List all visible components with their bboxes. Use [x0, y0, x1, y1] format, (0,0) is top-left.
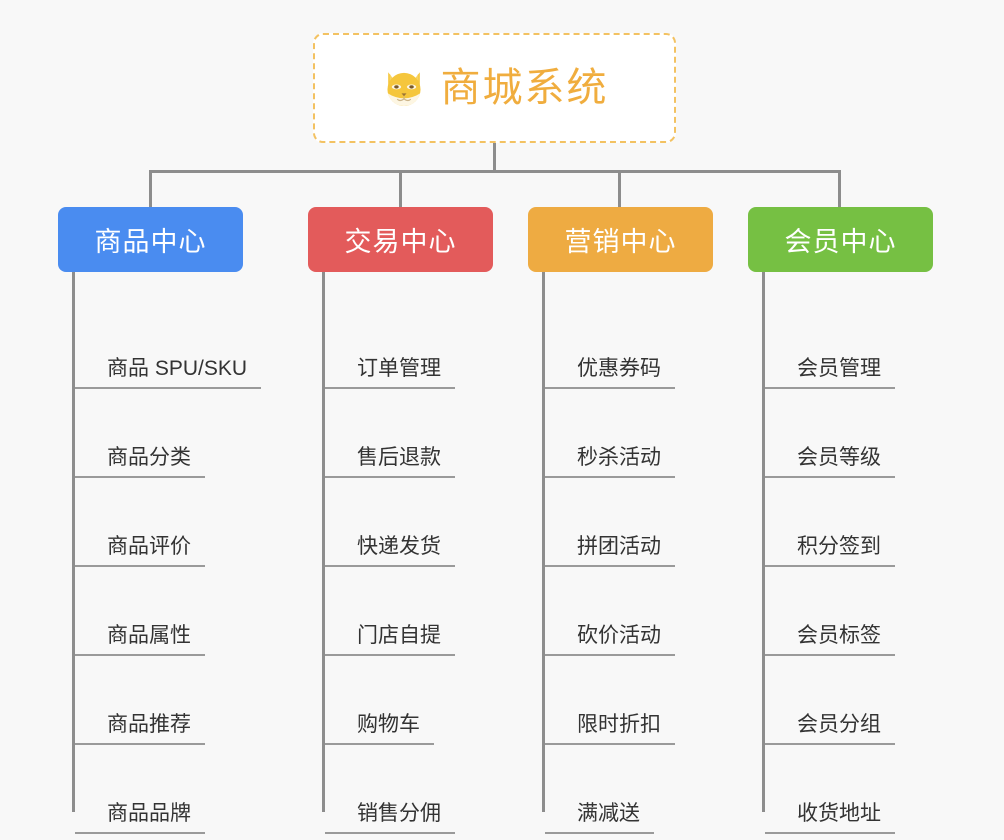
- leaf-label: 售后退款: [325, 446, 455, 478]
- connector-drop-column-3: [618, 170, 621, 207]
- leaf-label: 商品品牌: [75, 802, 205, 834]
- leaf-label: 订单管理: [325, 357, 455, 389]
- list-item[interactable]: 商品推荐: [75, 656, 243, 745]
- leaf-label: 会员等级: [765, 446, 895, 478]
- category-header-label: 营销中心: [564, 227, 677, 257]
- connector-horizontal-bus: [149, 170, 841, 173]
- root-node-title: 商城系统: [440, 66, 609, 110]
- connector-drop-column-4: [838, 170, 841, 207]
- list-item[interactable]: 快递发货: [325, 478, 493, 567]
- leaf-label: 砍价活动: [545, 624, 675, 656]
- list-item[interactable]: 满减送: [545, 745, 713, 834]
- leaf-label: 商品推荐: [75, 713, 205, 745]
- list-item[interactable]: 会员分组: [765, 656, 933, 745]
- list-item[interactable]: 会员等级: [765, 389, 933, 478]
- list-item[interactable]: 购物车: [325, 656, 493, 745]
- connector-drop-column-2: [399, 170, 402, 207]
- category-header-label: 商品中心: [94, 227, 207, 257]
- category-header-product-center[interactable]: 商品中心: [58, 207, 243, 272]
- leaf-list-marketing-center: 优惠券码 秒杀活动 拼团活动 砍价活动 限时折扣 满减送: [542, 272, 713, 834]
- leaf-label: 会员管理: [765, 357, 895, 389]
- connector-drop-column-1: [149, 170, 152, 207]
- leaf-label: 优惠券码: [545, 357, 675, 389]
- list-item[interactable]: 砍价活动: [545, 567, 713, 656]
- leaf-label: 快递发货: [325, 535, 455, 567]
- leaf-label: 购物车: [325, 713, 434, 745]
- list-item[interactable]: 商品分类: [75, 389, 243, 478]
- list-item[interactable]: 商品品牌: [75, 745, 243, 834]
- leaf-label: 拼团活动: [545, 535, 675, 567]
- category-header-label: 会员中心: [784, 227, 897, 257]
- connector-root-stem: [493, 143, 496, 173]
- list-item[interactable]: 限时折扣: [545, 656, 713, 745]
- leaf-label: 商品 SPU/SKU: [75, 357, 262, 389]
- leaf-label: 销售分佣: [325, 802, 455, 834]
- leaf-list-product-center: 商品 SPU/SKU 商品分类 商品评价 商品属性 商品推荐 商品品牌: [72, 272, 262, 834]
- list-item[interactable]: 商品属性: [75, 567, 243, 656]
- branch-column-member-center: 会员中心 会员管理 会员等级 积分签到 会员标签 会员分组 收货地址: [748, 207, 933, 834]
- list-item[interactable]: 售后退款: [325, 389, 493, 478]
- leaf-list-trade-center: 订单管理 售后退款 快递发货 门店自提 购物车 销售分佣: [322, 272, 493, 834]
- category-header-marketing-center[interactable]: 营销中心: [528, 207, 713, 272]
- leaf-label: 会员标签: [765, 624, 895, 656]
- list-item[interactable]: 秒杀活动: [545, 389, 713, 478]
- list-item[interactable]: 订单管理: [325, 300, 493, 389]
- list-item[interactable]: 积分签到: [765, 478, 933, 567]
- category-header-label: 交易中心: [344, 227, 457, 257]
- branch-column-product-center: 商品中心 商品 SPU/SKU 商品分类 商品评价 商品属性 商品推荐 商品品牌: [58, 207, 262, 834]
- leaf-label: 商品分类: [75, 446, 205, 478]
- shiba-dog-face-icon: [386, 72, 421, 108]
- leaf-label: 会员分组: [765, 713, 895, 745]
- branch-column-marketing-center: 营销中心 优惠券码 秒杀活动 拼团活动 砍价活动 限时折扣 满减送: [528, 207, 713, 834]
- leaf-label: 商品评价: [75, 535, 205, 567]
- category-header-member-center[interactable]: 会员中心: [748, 207, 933, 272]
- list-item[interactable]: 商品 SPU/SKU: [75, 300, 262, 389]
- list-item[interactable]: 商品评价: [75, 478, 243, 567]
- leaf-label: 限时折扣: [545, 713, 675, 745]
- leaf-label: 商品属性: [75, 624, 205, 656]
- leaf-label: 秒杀活动: [545, 446, 675, 478]
- leaf-list-member-center: 会员管理 会员等级 积分签到 会员标签 会员分组 收货地址: [762, 272, 933, 834]
- category-header-trade-center[interactable]: 交易中心: [308, 207, 493, 272]
- leaf-label: 积分签到: [765, 535, 895, 567]
- leaf-label: 收货地址: [765, 802, 895, 834]
- list-item[interactable]: 门店自提: [325, 567, 493, 656]
- list-item[interactable]: 收货地址: [765, 745, 933, 834]
- root-node-shopping-mall-system[interactable]: 商城系统: [313, 33, 676, 143]
- branch-column-trade-center: 交易中心 订单管理 售后退款 快递发货 门店自提 购物车 销售分佣: [308, 207, 493, 834]
- list-item[interactable]: 优惠券码: [545, 300, 713, 389]
- list-item[interactable]: 会员标签: [765, 567, 933, 656]
- leaf-label: 门店自提: [325, 624, 455, 656]
- list-item[interactable]: 销售分佣: [325, 745, 493, 834]
- leaf-label: 满减送: [545, 802, 654, 834]
- list-item[interactable]: 会员管理: [765, 300, 933, 389]
- list-item[interactable]: 拼团活动: [545, 478, 713, 567]
